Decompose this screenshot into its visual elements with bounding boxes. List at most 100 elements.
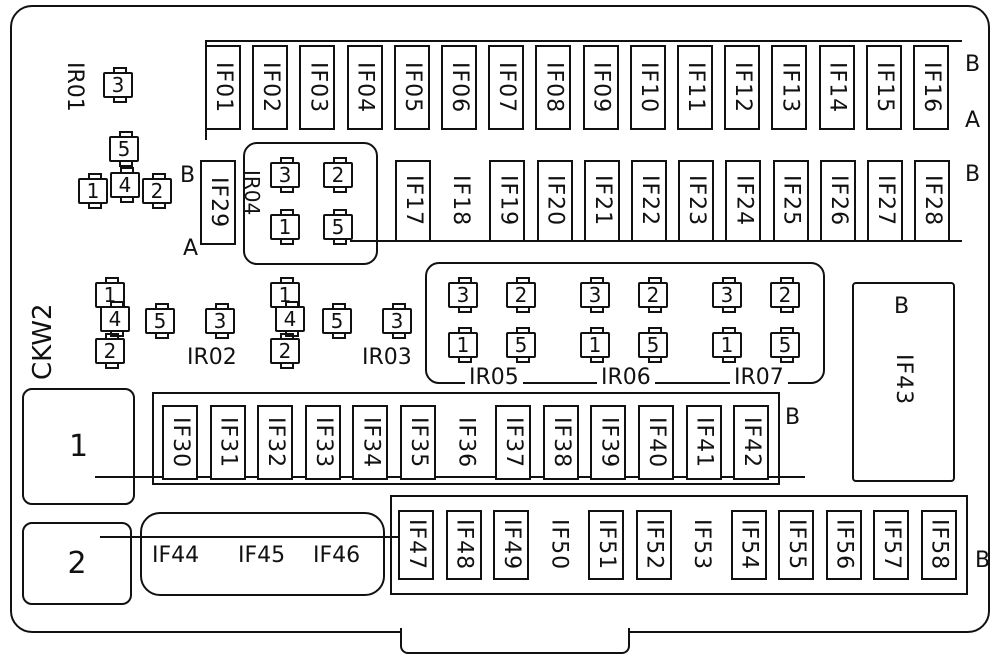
relay-ir02-pin: 5 bbox=[145, 303, 175, 339]
fuse-label: IF30 bbox=[168, 416, 193, 469]
fuse-label: IF23 bbox=[684, 175, 710, 227]
fuse-IF41: IF41 bbox=[685, 405, 722, 480]
fuse-IF29: IF29 bbox=[200, 160, 236, 245]
fuse-IF32: IF32 bbox=[257, 405, 294, 480]
fuse-label: IF51 bbox=[594, 519, 619, 571]
fuse-label: IF09 bbox=[588, 61, 614, 114]
label-b: B bbox=[965, 52, 981, 77]
relay-ir06-label: IR06 bbox=[597, 365, 655, 390]
row3-frame bbox=[152, 392, 780, 485]
relay-ir04-label: IR04 bbox=[240, 170, 264, 216]
fuse-label: IF29 bbox=[206, 176, 231, 229]
label-b: B bbox=[180, 163, 196, 188]
fuse-label: IF35 bbox=[406, 416, 431, 469]
relay-ir03-label: IR03 bbox=[362, 345, 412, 370]
relay-ir01-label: IR01 bbox=[62, 62, 87, 112]
fuse-IF39: IF39 bbox=[590, 405, 627, 480]
fuse-IF24: IF24 bbox=[725, 160, 762, 242]
fuse-label: IF36 bbox=[453, 416, 479, 469]
fuse-label: IF57 bbox=[879, 519, 904, 571]
fuse-label: IF53 bbox=[689, 519, 714, 571]
relay-ir01-pin: 1 bbox=[78, 173, 108, 209]
fuse-label: IF08 bbox=[541, 61, 567, 114]
relay-ir04-pin: 1 bbox=[270, 209, 300, 245]
fuse-label: IF28 bbox=[920, 175, 946, 227]
if43-side-label: B bbox=[894, 294, 910, 319]
relay-ir05-label: IR05 bbox=[465, 365, 523, 390]
fuse-IF43: B IF43 bbox=[852, 282, 955, 482]
fuse-label: IF32 bbox=[263, 416, 289, 469]
fuse-label: IF48 bbox=[451, 519, 477, 571]
fuse-IF54: IF54 bbox=[730, 510, 767, 580]
fuse-IF15: IF15 bbox=[865, 45, 902, 130]
fuse-IF08: IF08 bbox=[535, 45, 572, 130]
fuse-IF51: IF51 bbox=[588, 510, 624, 580]
connector-2-label: 2 bbox=[67, 546, 87, 581]
fuse-IF26: IF26 bbox=[819, 160, 856, 242]
relay-ir02-pin: 3 bbox=[205, 303, 235, 339]
relay-ir07-pin: 1 bbox=[712, 327, 742, 363]
maxi-fuse-housing bbox=[140, 512, 385, 596]
fuse-IF25: IF25 bbox=[772, 160, 809, 242]
fuse-IF10: IF10 bbox=[629, 45, 666, 130]
fuse-IF40: IF40 bbox=[638, 405, 674, 480]
fuse-IF06: IF06 bbox=[441, 45, 477, 130]
relay-ir02-pin: 4 bbox=[100, 301, 130, 337]
relay-ir05-pin: 2 bbox=[506, 277, 536, 313]
relay-ir05-pin: 5 bbox=[506, 327, 536, 363]
fuse-label: IF05 bbox=[399, 61, 425, 114]
maxi-fuse-IF44: IF44 bbox=[152, 543, 200, 568]
label-b: B bbox=[975, 548, 991, 573]
fuse-label: IF07 bbox=[494, 61, 520, 114]
fuse-label: IF06 bbox=[447, 61, 472, 114]
fuse-label: IF37 bbox=[501, 416, 527, 469]
fuse-IF55: IF55 bbox=[778, 510, 814, 580]
label-b: B bbox=[965, 162, 981, 187]
maxi-fuse-IF46: IF46 bbox=[313, 543, 361, 568]
fuse-IF14: IF14 bbox=[818, 45, 855, 130]
fuse-label: IF11 bbox=[683, 61, 708, 114]
fuse-label: IF14 bbox=[824, 61, 850, 114]
fuse-IF09: IF09 bbox=[582, 45, 619, 130]
fuse-IF50: IF50 bbox=[541, 510, 577, 580]
fuse-IF02: IF02 bbox=[252, 45, 289, 130]
relay-ir01-pin: 4 bbox=[110, 167, 140, 203]
fuse-label: IF33 bbox=[310, 416, 336, 469]
fuse-IF16: IF16 bbox=[913, 45, 949, 130]
relay-ir06-pin: 2 bbox=[638, 277, 668, 313]
fuse-IF53: IF53 bbox=[683, 510, 719, 580]
fuse-label: IF04 bbox=[352, 61, 378, 114]
fuse-label: IF50 bbox=[546, 519, 572, 571]
relay-ir05-pin: 3 bbox=[448, 277, 478, 313]
connector-1-label: 1 bbox=[68, 429, 89, 464]
relay-ir02-label: IR02 bbox=[187, 345, 237, 370]
fuse-IF20: IF20 bbox=[536, 160, 573, 242]
fuse-IF27: IF27 bbox=[867, 160, 903, 242]
fuse-IF11: IF11 bbox=[677, 45, 713, 130]
fuse-IF17: IF17 bbox=[395, 160, 431, 242]
connector-2: 2 bbox=[22, 522, 132, 605]
relay-ir07-pin: 5 bbox=[770, 327, 800, 363]
connector-1: 1 bbox=[22, 388, 135, 505]
fuse-IF49: IF49 bbox=[493, 510, 529, 580]
fuse-IF38: IF38 bbox=[542, 405, 579, 480]
relay-ir07-label: IR07 bbox=[730, 365, 788, 390]
fuse-label: IF38 bbox=[548, 416, 574, 469]
relay-ir07-pin: 2 bbox=[770, 277, 800, 313]
relay-ir04-pin: 5 bbox=[323, 209, 353, 245]
relay-ir03-pin: 2 bbox=[270, 333, 300, 369]
fuse-IF04: IF04 bbox=[346, 45, 383, 130]
fuse-label: IF18 bbox=[448, 175, 474, 227]
fuse-IF30: IF30 bbox=[162, 405, 198, 480]
fuse-label: IF21 bbox=[589, 175, 615, 227]
fuse-IF22: IF22 bbox=[631, 160, 667, 242]
row4-frame bbox=[390, 495, 968, 595]
fuse-box-latch-tab bbox=[400, 628, 630, 654]
relay-ir04-pin: 3 bbox=[270, 157, 300, 193]
fuse-label: IF47 bbox=[404, 519, 429, 571]
fuse-label: IF24 bbox=[731, 175, 757, 227]
fuse-label: IF15 bbox=[871, 61, 897, 114]
fuse-IF21: IF21 bbox=[583, 160, 620, 242]
fuse-label: IF19 bbox=[495, 175, 521, 227]
